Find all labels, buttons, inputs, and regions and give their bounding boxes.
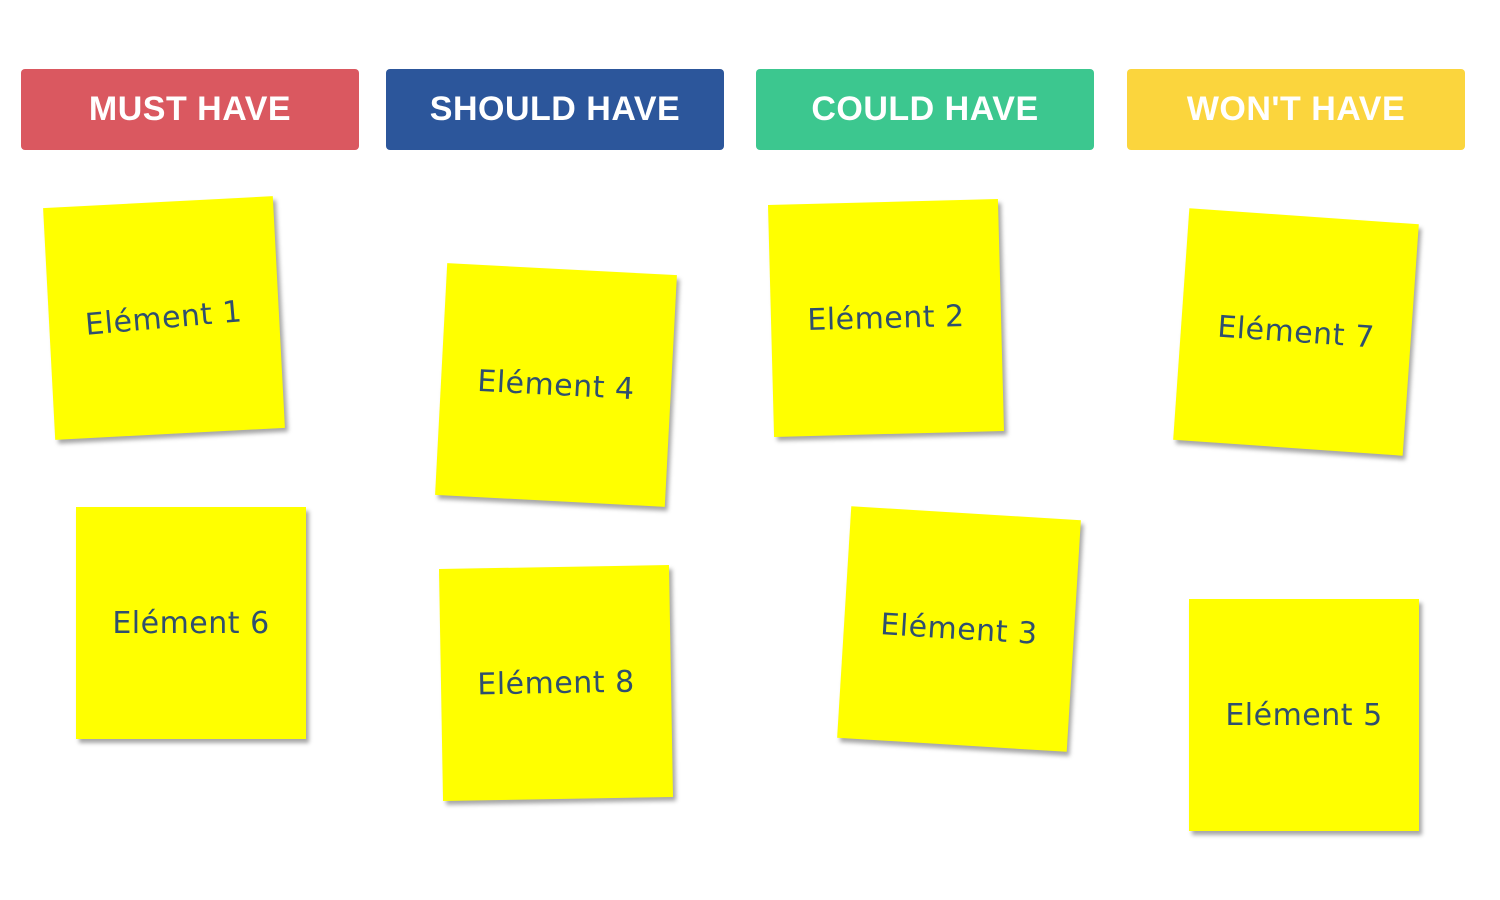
- sticky-note-element-5[interactable]: Elément 5: [1189, 599, 1419, 831]
- sticky-note-label: Elément 7: [1216, 309, 1376, 355]
- sticky-note-element-3[interactable]: Elément 3: [837, 506, 1081, 752]
- sticky-note-element-6[interactable]: Elément 6: [76, 507, 306, 739]
- column-header-label: SHOULD HAVE: [429, 90, 681, 128]
- sticky-note-label: Elément 1: [84, 293, 244, 343]
- sticky-note-label: Elément 3: [879, 606, 1039, 652]
- column-header-must-have[interactable]: MUST HAVE: [21, 69, 359, 150]
- sticky-note-element-1[interactable]: Elément 1: [43, 196, 285, 440]
- column-header-could-have[interactable]: COULD HAVE: [756, 69, 1094, 150]
- sticky-note-label: Elément 6: [112, 605, 270, 641]
- sticky-note-element-7[interactable]: Elément 7: [1173, 208, 1419, 456]
- sticky-note-label: Elément 5: [1225, 697, 1383, 733]
- sticky-note-element-2[interactable]: Elément 2: [768, 199, 1004, 437]
- column-header-label: WON'T HAVE: [1186, 90, 1406, 128]
- sticky-note-element-8[interactable]: Elément 8: [438, 565, 674, 801]
- column-header-label: MUST HAVE: [88, 90, 292, 128]
- sticky-note-label: Elément 8: [477, 664, 635, 702]
- sticky-note-label: Elément 4: [476, 363, 636, 407]
- column-header-wont-have[interactable]: WON'T HAVE: [1127, 69, 1465, 150]
- column-header-label: COULD HAVE: [811, 90, 1039, 128]
- column-header-should-have[interactable]: SHOULD HAVE: [386, 69, 724, 150]
- sticky-note-element-4[interactable]: Elément 4: [435, 263, 677, 507]
- sticky-note-label: Elément 2: [806, 298, 966, 338]
